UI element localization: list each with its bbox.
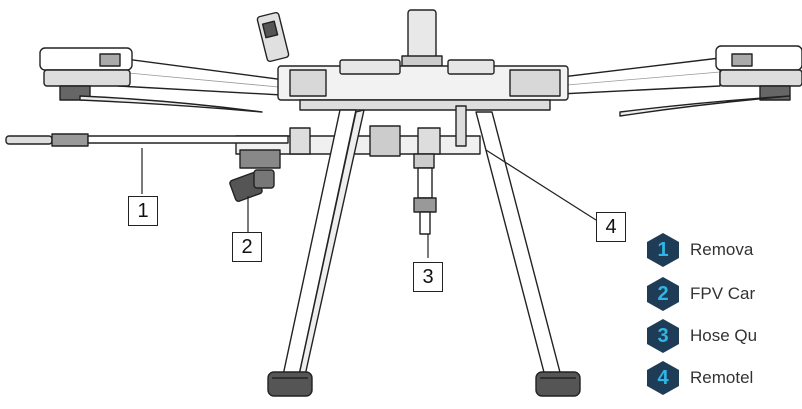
legend-item: 4 Remotel [646, 360, 753, 396]
right-propeller [619, 95, 791, 117]
callout-2: 2 [232, 232, 262, 262]
legend-item: 1 Remova [646, 232, 753, 268]
fpv-camera [229, 149, 281, 202]
left-propeller [79, 95, 263, 113]
callout-number: 3 [422, 265, 434, 288]
landing-legs [267, 109, 581, 397]
legend-label: Hose Qu [690, 326, 758, 345]
callout-number: 1 [137, 199, 149, 222]
legend-label: FPV Car [690, 284, 756, 303]
callout-number: 2 [241, 235, 253, 258]
callout-1: 1 [128, 196, 158, 226]
legend-item: 3 Hose Qu [646, 318, 757, 354]
hose-connector [413, 153, 437, 235]
leader-lines [141, 148, 597, 258]
lower-platform [235, 105, 481, 157]
legend: 1 Remova 2 FPV Car 3 Hose Qu 4 Remotel [646, 0, 802, 404]
callout-number: 4 [605, 215, 617, 238]
legend-label: Remova [690, 240, 754, 259]
callout-3: 3 [413, 262, 443, 292]
top-module [256, 11, 290, 63]
hexagon-icon: 3 [646, 318, 680, 354]
legend-label: Remotel [690, 368, 754, 387]
left-motor [39, 47, 133, 101]
legend-item: 2 FPV Car [646, 276, 755, 312]
callout-4: 4 [596, 212, 626, 242]
removable-rod [5, 133, 289, 147]
hexagon-icon: 4 [646, 360, 680, 396]
hexagon-icon: 2 [646, 276, 680, 312]
central-body [277, 59, 569, 111]
left-arm [117, 57, 301, 97]
hexagon-icon: 1 [646, 232, 680, 268]
